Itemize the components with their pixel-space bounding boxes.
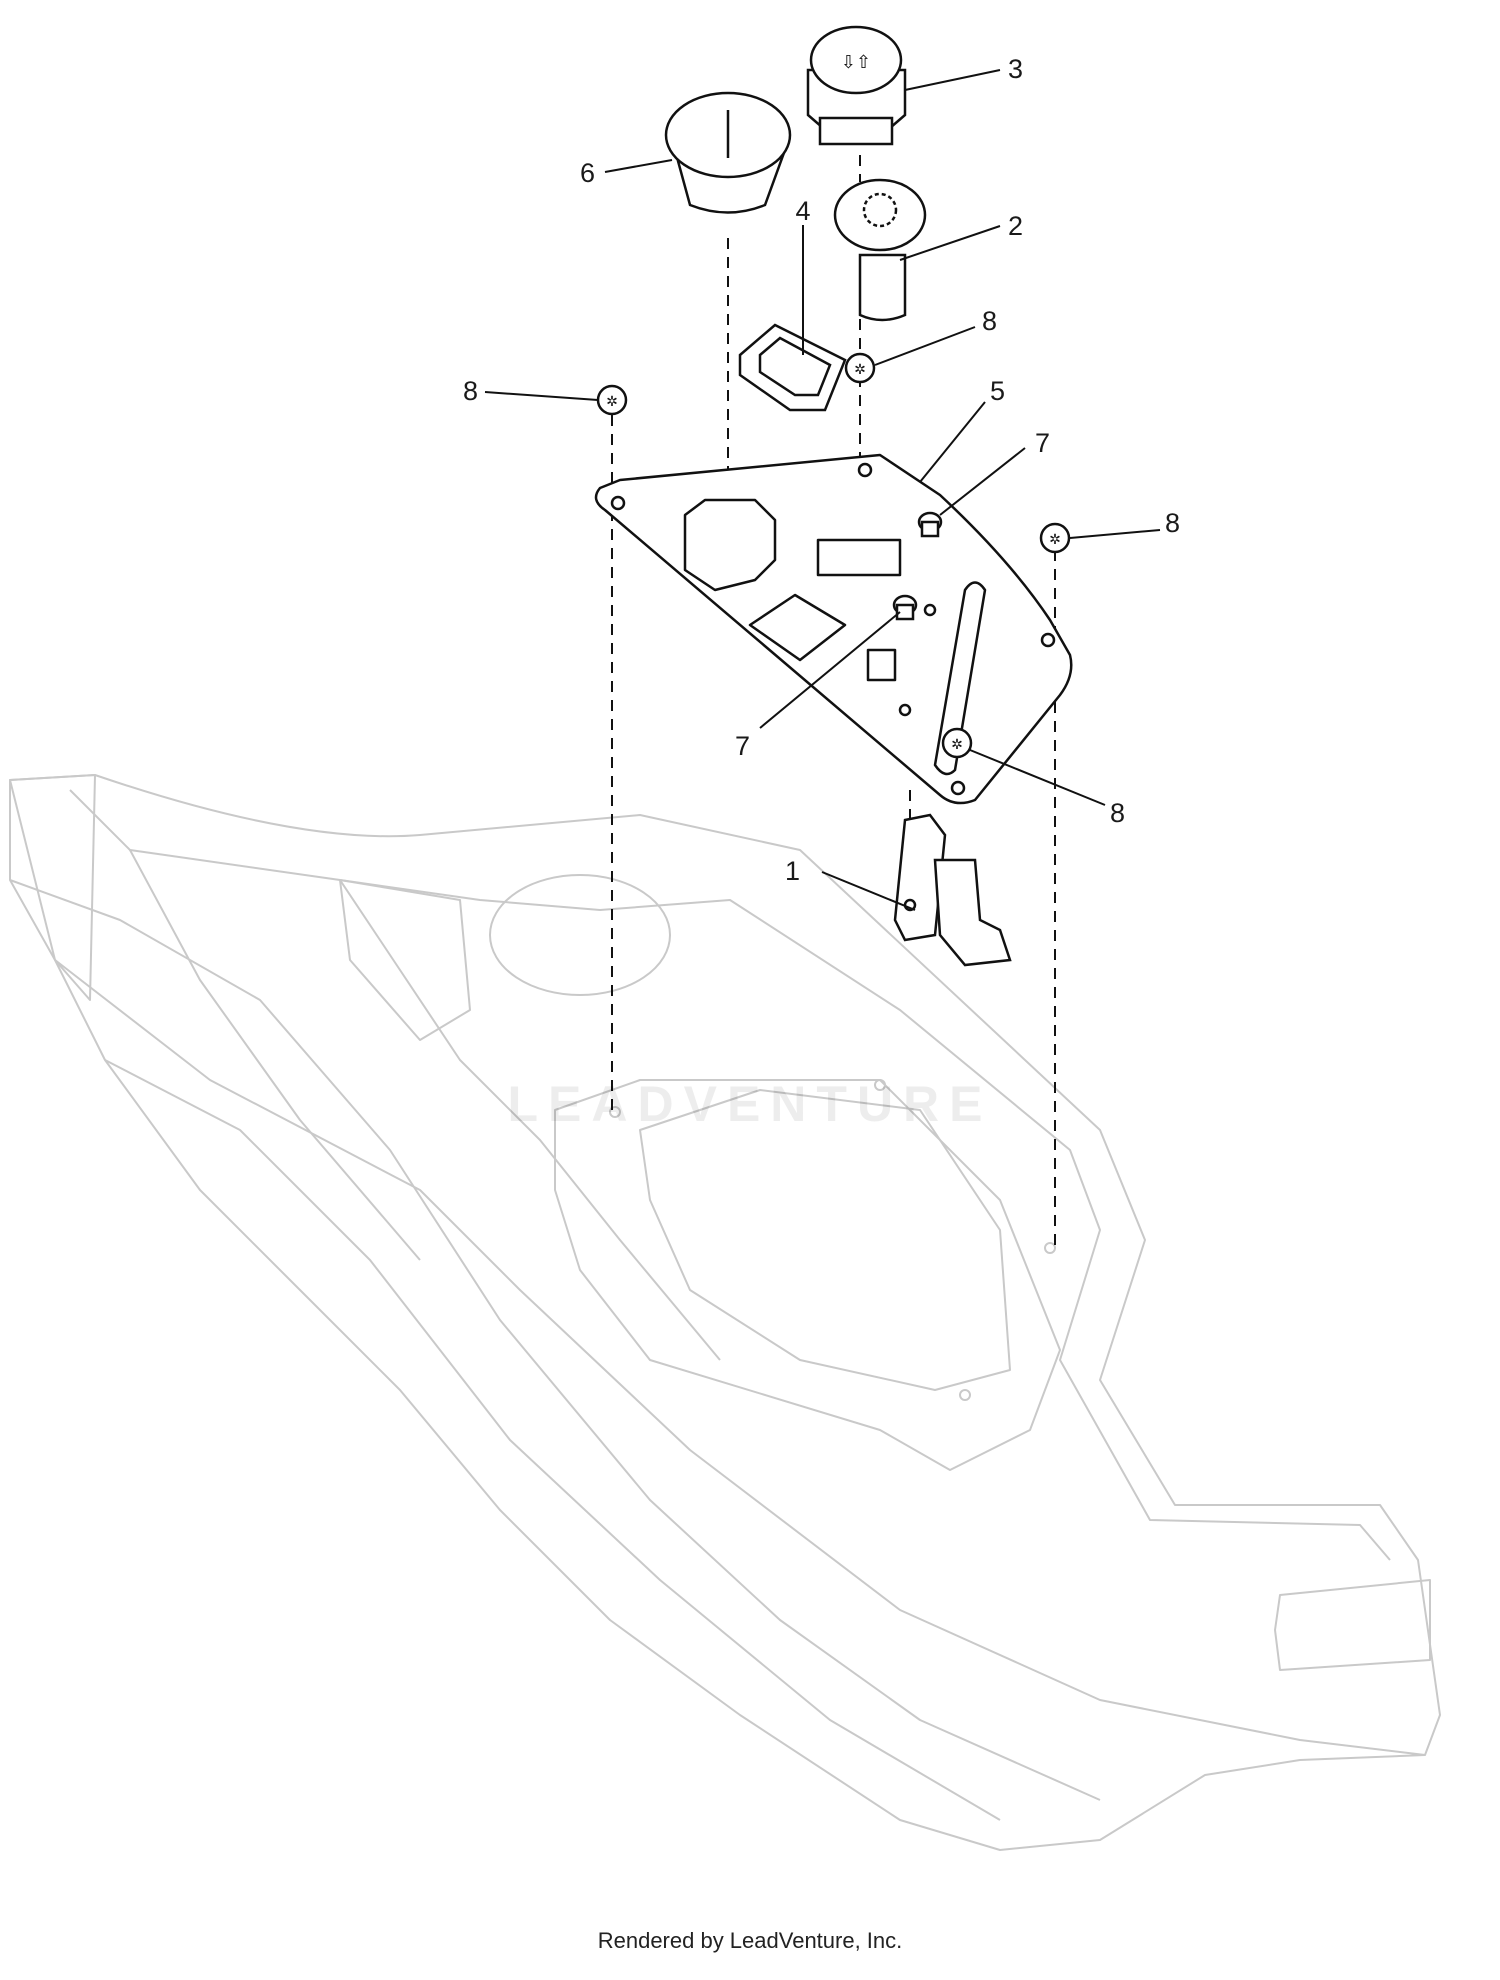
callout-8c: 8 (1165, 508, 1180, 538)
watermark: LEADVENTURE (507, 1076, 993, 1132)
screw-right: ✲ (1039, 522, 1071, 554)
leader-8c (1069, 529, 1161, 539)
plate-cutout-4 (748, 593, 847, 662)
switch-cap (809, 25, 903, 95)
svg-text:✲: ✲ (854, 361, 866, 377)
sensor-arm (933, 858, 1012, 967)
plate-cutout-2 (816, 538, 902, 577)
fender-rim-inner (69, 789, 1391, 1561)
screw-left: ✲ (596, 384, 628, 416)
fender-assembly (9, 774, 1441, 1851)
callout-2: 2 (1008, 211, 1023, 241)
plate-hole-left (610, 495, 626, 511)
callout-8b: 8 (982, 306, 997, 336)
leader-6 (604, 159, 673, 173)
callout-8a: 8 (463, 376, 478, 406)
plate-cutout-small (866, 648, 897, 682)
plate-cutout-6 (683, 498, 777, 592)
fender-rim-lower (54, 959, 1426, 1756)
plate-slot (933, 581, 987, 776)
leader-8d (969, 749, 1106, 806)
fender-ridge-4 (129, 849, 421, 1261)
fender-hole-1 (609, 1106, 621, 1118)
screw-bottom: ✲ (941, 727, 973, 759)
fender-outline (9, 774, 1441, 1851)
callout-7b: 7 (735, 731, 750, 761)
part-5-mounting-plate (594, 453, 1073, 805)
fender-hole-4 (959, 1389, 971, 1401)
fender-hole-2 (874, 1079, 886, 1091)
screw-top: ✲ (844, 352, 876, 384)
leader-8a (484, 391, 599, 401)
footer-credit: Rendered by LeadVenture, Inc. (597, 1928, 903, 1953)
part-1-sensor-bracket (893, 813, 1012, 967)
leader-7a (939, 447, 1026, 516)
plate-hole-top (857, 462, 873, 478)
front-block (9, 774, 96, 1001)
svg-text:✲: ✲ (951, 736, 963, 752)
part-6-cap (664, 91, 792, 214)
side-block (339, 879, 471, 1041)
callout-6: 6 (580, 158, 595, 188)
leader-3 (904, 69, 1001, 91)
leader-lines (484, 69, 1161, 911)
leader-5 (919, 401, 986, 483)
svg-text:✲: ✲ (1049, 531, 1061, 547)
callout-5: 5 (990, 376, 1005, 406)
plate-hole-bottom (950, 780, 966, 796)
fuel-opening (489, 874, 671, 996)
fender-ridge-3 (339, 879, 721, 1361)
control-panel-recess (554, 1079, 1061, 1471)
callout-4: 4 (795, 196, 810, 226)
control-panel-opening (639, 1089, 1011, 1391)
plate-hole-center (898, 703, 912, 717)
part-4-rocker-switch (738, 323, 847, 412)
part-8-screws: ✲ ✲ ✲ ✲ (596, 352, 1071, 759)
part-3-switch: ⇩⇧ (806, 25, 907, 146)
leader-2 (899, 225, 1001, 261)
ignition-barrel (858, 253, 907, 322)
rocker-button (758, 336, 832, 397)
up-down-arrows-icon: ⇩⇧ (841, 52, 871, 73)
fender-ridge-2 (104, 1059, 1001, 1821)
fender-hole-3 (1044, 1242, 1056, 1254)
leader-8b (874, 326, 976, 366)
callout-8d: 8 (1110, 798, 1125, 828)
leader-1 (821, 871, 916, 911)
part-7-nuts (892, 511, 943, 621)
rear-notch (1274, 1579, 1431, 1671)
callout-7a: 7 (1035, 428, 1050, 458)
callout-3: 3 (1008, 54, 1023, 84)
part-2-ignition-switch (833, 178, 927, 322)
nut-upper (917, 511, 943, 538)
nut-lower (892, 594, 918, 621)
switch-base (818, 116, 894, 146)
fender-ridge-1 (9, 879, 1101, 1801)
key-ignition-icon (862, 192, 898, 228)
callout-1: 1 (785, 856, 800, 886)
plate-hole-right (1040, 632, 1056, 648)
callout-labels: 1 2 3 4 5 6 7 7 8 8 8 8 (463, 54, 1180, 886)
plate-hole-mid (923, 603, 937, 617)
svg-text:✲: ✲ (606, 393, 618, 409)
leader-7b (759, 611, 901, 729)
